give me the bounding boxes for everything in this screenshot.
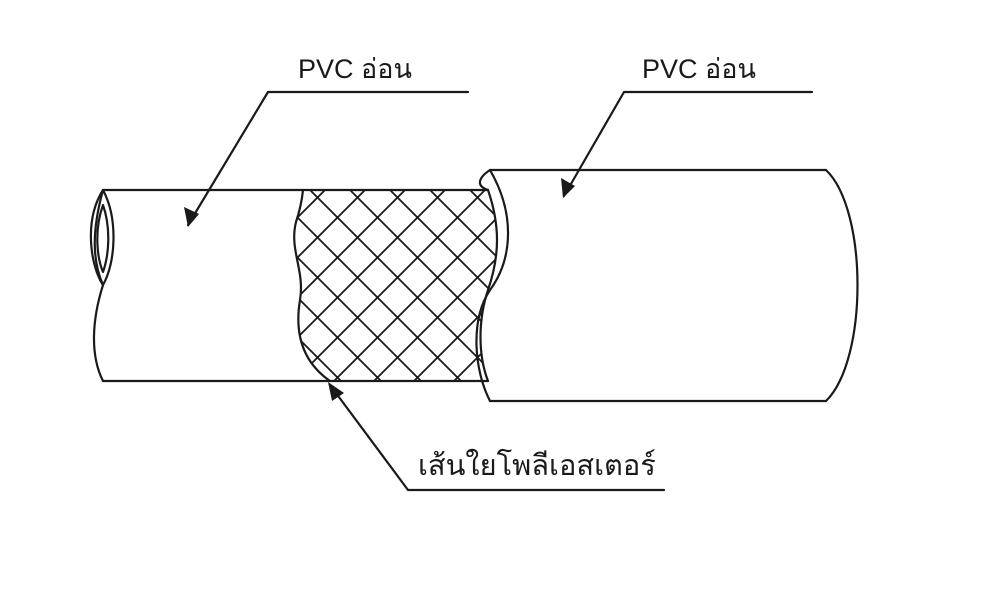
outer-jacket bbox=[475, 168, 859, 403]
outer-jacket-left-cut bbox=[475, 168, 510, 403]
arrowhead-outer-layer bbox=[561, 178, 575, 198]
outer-jacket-left-edge bbox=[478, 168, 492, 192]
braid-mesh bbox=[294, 190, 497, 381]
inner-tube bbox=[89, 188, 490, 383]
arrowhead-reinforcement bbox=[328, 382, 344, 401]
leader-reinforcement bbox=[328, 383, 666, 492]
inner-tube-bore-inner bbox=[96, 203, 110, 274]
leader-outer-layer bbox=[562, 90, 814, 198]
leader-inner-layer bbox=[186, 90, 470, 227]
inner-tube-bore-opening bbox=[89, 188, 115, 287]
leaders bbox=[186, 90, 814, 492]
arrowhead-inner-layer bbox=[184, 207, 199, 227]
outer-jacket-right-end bbox=[824, 168, 859, 403]
label-outer-layer: PVC อ่อน bbox=[642, 54, 756, 84]
outer-jacket-inner-cut bbox=[479, 188, 499, 383]
braid-left-boundary bbox=[293, 188, 332, 383]
polyester-braid bbox=[293, 188, 497, 383]
label-inner-layer: PVC อ่อน bbox=[298, 54, 412, 84]
label-reinforcement: เส้นใยโพลีเอสเตอร์ bbox=[418, 450, 656, 482]
